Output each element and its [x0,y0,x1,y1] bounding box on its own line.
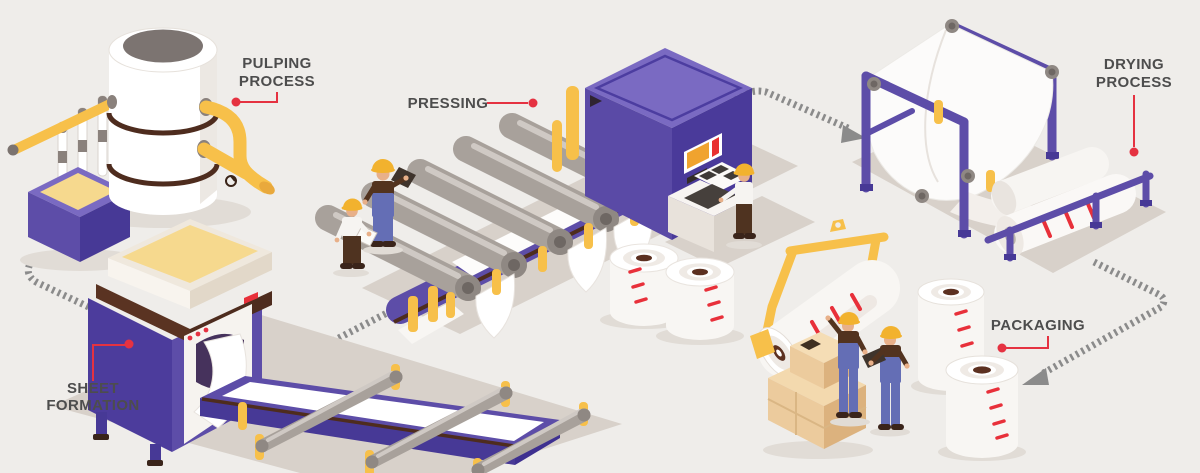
stage-label-line: PROCESS [239,73,315,90]
label-pressing: PRESSING [408,95,538,112]
stage-pressing [315,48,815,345]
stage-label-line: PRESSING [408,95,489,112]
worker-packaging-pointing [825,312,870,427]
stage-label-line: DRYING [1104,56,1164,73]
label-pulping-process: PULPING PROCESS [231,55,315,107]
label-sheet-formation: SHEET FORMATION [46,339,139,414]
pulping-tank-body [109,28,217,215]
label-marker-dot [1129,147,1139,157]
pulp-feed-pipe [7,99,115,156]
dryer-front-rail [984,170,1154,262]
stage-label-line: PROCESS [1096,74,1172,91]
stage-pulping-process [7,27,275,271]
press-posts [408,86,639,332]
worker-packaging-checker [862,326,910,437]
conveyor-rollers [255,370,591,473]
stage-label-line: PACKAGING [991,317,1085,334]
worker-press-operator [718,163,762,249]
pulp-tray [108,219,272,309]
stage-label-line: SHEET [67,380,119,397]
pulping-outlet-pipes [197,100,275,195]
label-marker-dot [528,98,538,108]
pipe-valve-icon [225,175,237,187]
stage-label-line: PULPING [242,55,311,72]
worker-press-inspector [333,198,378,277]
paper-roll [656,257,744,345]
worker-press-supervisor [362,159,416,255]
flow-arrow-drying-to-packaging [1022,258,1168,385]
shipping-label-icon [800,339,821,350]
pulping-tank [106,27,220,215]
stage-label-line: FORMATION [46,397,139,414]
label-packaging: PACKAGING [991,317,1085,353]
paper-roll [938,355,1026,461]
label-marker-dot [231,97,241,107]
conveyor-paper-web [222,382,544,441]
label-marker-dot [124,339,134,349]
dryer-roller-caps [867,19,1059,203]
stage-sheet-formation [52,219,622,473]
stage-packaging [750,219,1026,461]
pulp-vat [28,167,130,262]
stage-drying-process [852,19,1166,273]
forming-conveyor [200,364,591,473]
label-drying-process: DRYING PROCESS [1096,56,1172,157]
label-marker-dot [997,343,1007,353]
pulping-tank-lid [123,29,203,63]
